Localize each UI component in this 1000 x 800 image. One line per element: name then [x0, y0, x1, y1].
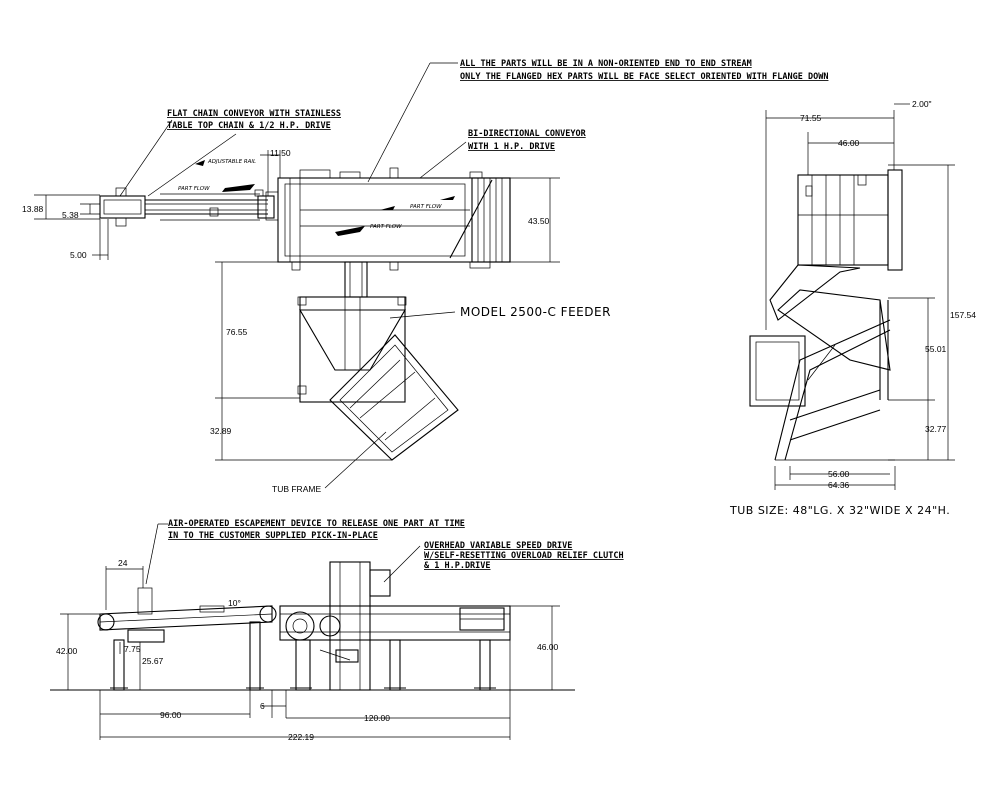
flat-chain-note-line1: FLAT CHAIN CONVEYOR WITH STAINLESS: [167, 109, 341, 119]
dim-55-01: 55.01: [925, 344, 947, 354]
stream-note-line1: ALL THE PARTS WILL BE IN A NON-ORIENTED …: [460, 59, 752, 69]
side-feeder-bowl: [797, 174, 889, 266]
side-tub: [749, 335, 806, 407]
bidir-note-line2: WITH 1 H.P. DRIVE: [468, 142, 555, 152]
dim-25-67: 25.67: [142, 656, 164, 666]
plan-view: ADJUSTABLE RAIL PART FLOW PART FLOW PART…: [22, 59, 828, 494]
bidir-note-line1: BI-DIRECTIONAL CONVEYOR: [468, 129, 587, 139]
dim-42-00: 42.00: [56, 646, 78, 656]
feeder-body: [299, 296, 406, 403]
drive-note-line1: OVERHEAD VARIABLE SPEED DRIVE: [424, 541, 572, 551]
dim-64-36: 64.36: [828, 480, 850, 490]
dim-2-00: 2.00": [912, 99, 932, 109]
dim-71-55: 71.55: [800, 113, 822, 123]
dim-56-00: 56.00: [828, 469, 850, 479]
flat-chain-note-line2: TABLE TOP CHAIN & 1/2 H.P. DRIVE: [167, 121, 331, 131]
dim-5-38: 5.38: [62, 210, 79, 220]
dim-157-54: 157.54: [950, 310, 976, 320]
overhead-drive: [369, 569, 391, 597]
dim-7-75: 7.75: [124, 644, 141, 654]
dim-43-50: 43.50: [528, 216, 550, 226]
part-flow-label-2: PART FLOW: [370, 224, 402, 230]
dim-5-00: 5.00: [70, 250, 87, 260]
bidirectional-conveyor: [277, 177, 511, 263]
dim-24: 24: [118, 558, 128, 568]
tub-size-label: TUB SIZE: 48"LG. X 32"WIDE X 24"H.: [729, 504, 950, 517]
dim-96-00: 96.00: [160, 710, 182, 720]
dim-11-50: 11.50: [270, 148, 291, 158]
feeder-label: MODEL 2500-C FEEDER: [460, 305, 611, 319]
adjustable-rail-label: ADJUSTABLE RAIL: [207, 159, 256, 165]
dim-13-88: 13.88: [22, 204, 44, 214]
dim-6: 6: [260, 701, 265, 711]
drive-note-line3: & 1 H.P.DRIVE: [424, 561, 491, 571]
dim-46-00: 46.00: [838, 138, 860, 148]
side-view: 71.55 46.00 2.00" 157.54 55.01 32.77 56.…: [729, 99, 976, 517]
dim-120-00: 120.00: [364, 713, 390, 723]
escapement-device: [137, 587, 153, 615]
tub-frame: [329, 334, 459, 461]
part-flow-label-3: PART FLOW: [410, 204, 442, 210]
air-note-line1: AIR-OPERATED ESCAPEMENT DEVICE TO RELEAS…: [168, 519, 465, 529]
feeder-column: [329, 561, 371, 691]
dim-76-55: 76.55: [226, 327, 248, 337]
conveyor-end-box: [99, 195, 146, 219]
dim-222-19: 222.19: [288, 732, 314, 742]
dim-32-89: 32.89: [210, 426, 232, 436]
dim-10-deg: 10°: [228, 598, 241, 608]
stream-note-line2: ONLY THE FLANGED HEX PARTS WILL BE FACE …: [460, 72, 828, 82]
elevation-view: 10° 24 42.00 7.75 25.67: [50, 519, 624, 742]
drive-note-line2: W/SELF-RESETTING OVERLOAD RELIEF CLUTCH: [424, 551, 624, 561]
air-note-line2: IN TO THE CUSTOMER SUPPLIED PICK-IN-PLAC…: [168, 531, 378, 541]
part-flow-label-1: PART FLOW: [178, 186, 210, 192]
tub-frame-label: TUB FRAME: [272, 484, 321, 494]
dim-46-00-elev: 46.00: [537, 642, 559, 652]
dim-32-77: 32.77: [925, 424, 947, 434]
